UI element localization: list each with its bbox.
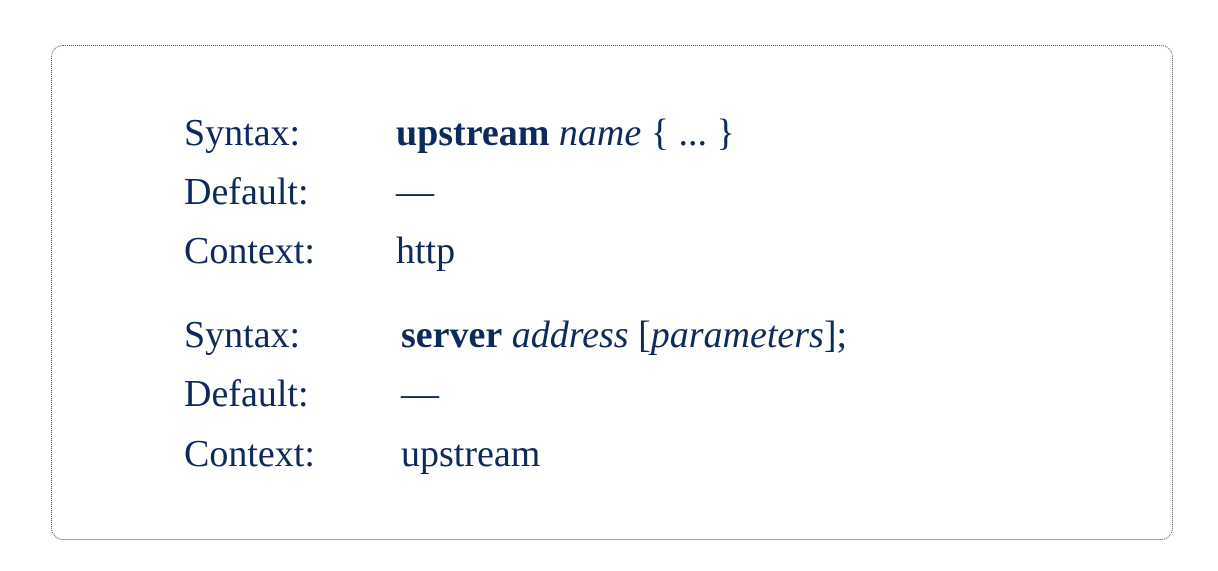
close-bracket: ];	[823, 314, 848, 356]
default-label: Default:	[184, 373, 309, 415]
server-syntax: server address [parameters];	[401, 316, 847, 354]
optional-param: parameters	[650, 314, 824, 356]
directive-reference-box	[51, 45, 1173, 540]
open-bracket: [	[638, 314, 651, 356]
context-label: Context:	[184, 433, 315, 475]
directive-block: { ... }	[650, 112, 735, 154]
upstream-syntax: upstream name { ... }	[396, 114, 735, 152]
syntax-label: Syntax:	[184, 112, 301, 154]
default-label: Default:	[184, 171, 309, 213]
directive-keyword: upstream	[396, 112, 550, 154]
context-value: http	[396, 230, 456, 272]
directive-param: name	[558, 112, 642, 154]
context-label: Context:	[184, 230, 315, 272]
directive-keyword: server	[401, 314, 503, 356]
default-value: —	[401, 373, 439, 415]
default-value: —	[396, 171, 434, 213]
context-value: upstream	[401, 433, 541, 475]
syntax-label: Syntax:	[184, 314, 301, 356]
directive-param: address	[511, 314, 629, 356]
